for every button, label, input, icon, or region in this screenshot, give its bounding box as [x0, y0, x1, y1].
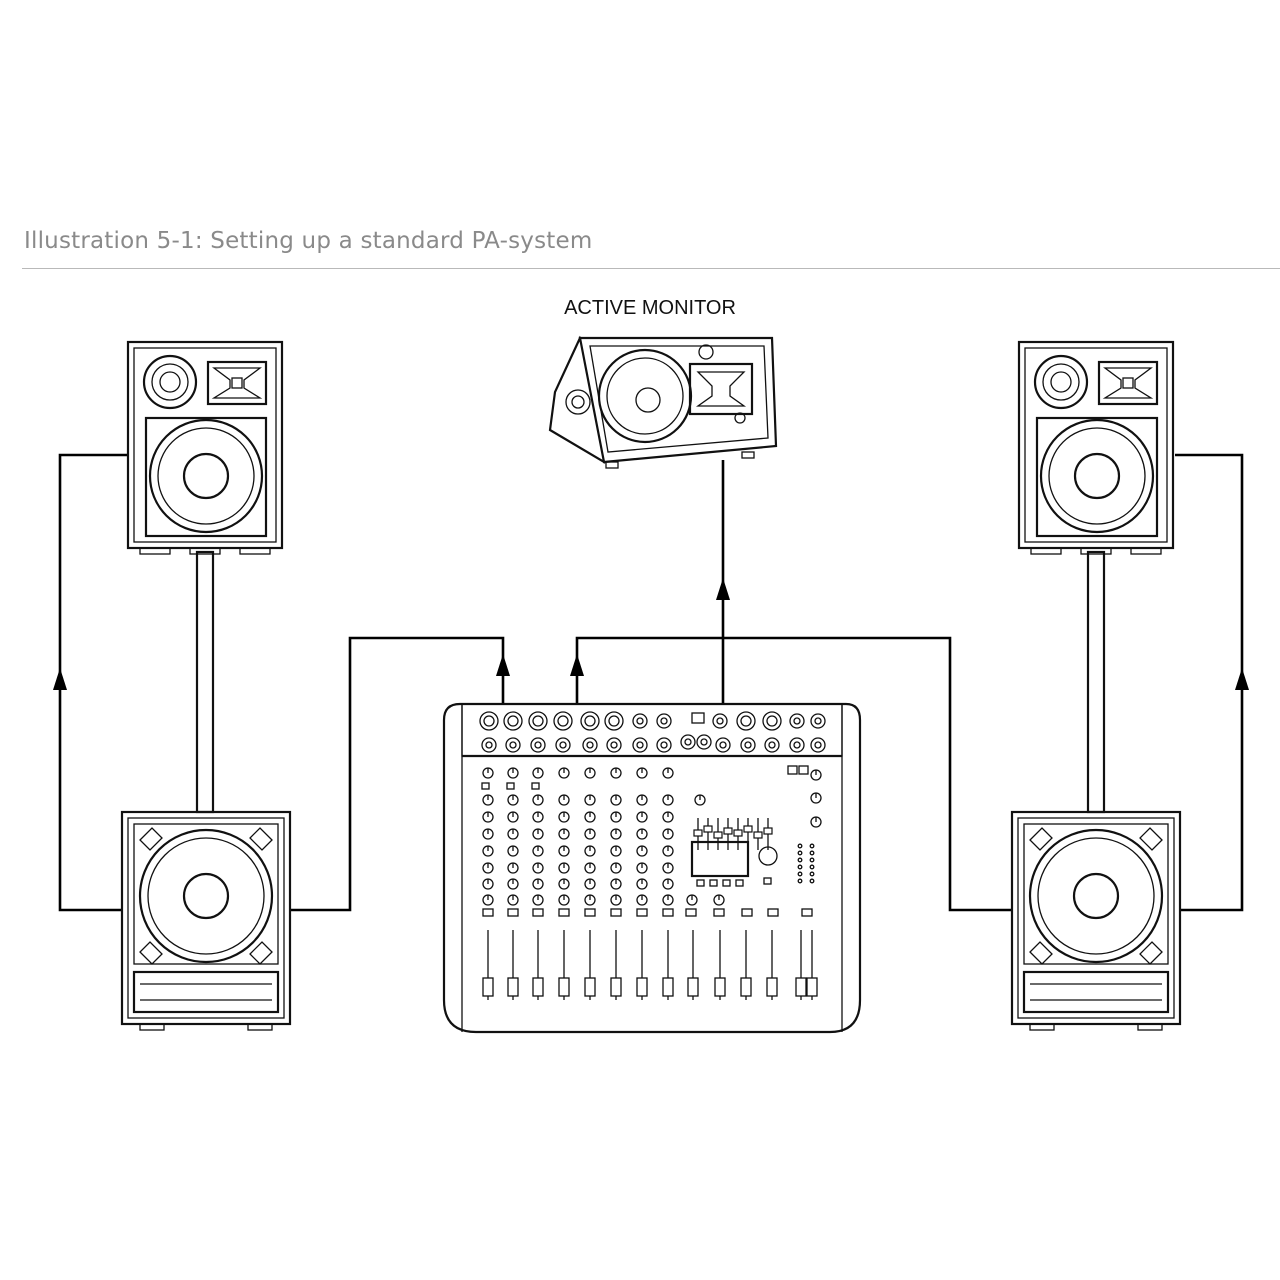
active-monitor-label: ACTIVE MONITOR [564, 297, 736, 319]
caption-divider [22, 268, 1280, 269]
right-top-speaker [1017, 340, 1175, 556]
left-subwoofer [120, 810, 292, 1032]
figure-caption: Illustration 5-1: Setting up a standard … [24, 228, 593, 254]
active-monitor [548, 335, 778, 469]
right-subwoofer [1010, 810, 1182, 1032]
left-top-speaker [126, 340, 284, 556]
mixer-console [442, 702, 862, 1034]
